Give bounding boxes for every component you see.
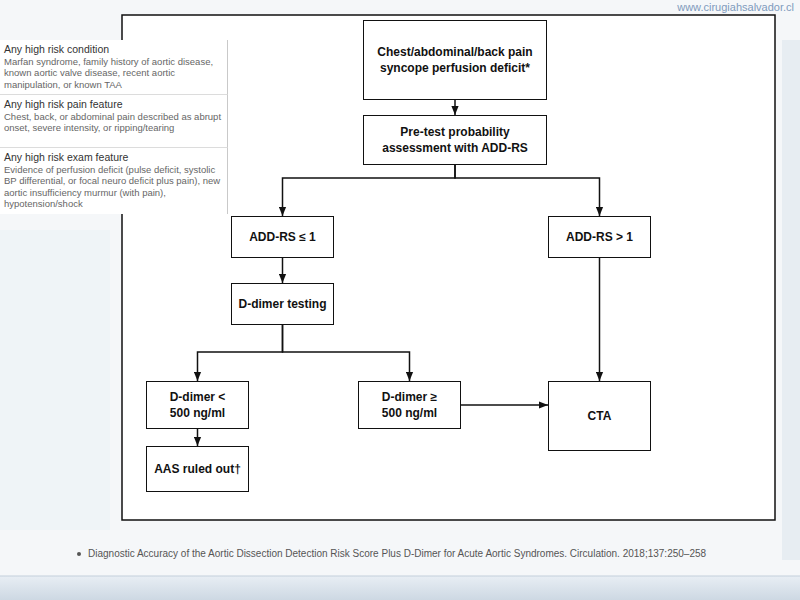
- flow-arrow: [283, 165, 456, 216]
- box-label: Chest/abdominal/back pain syncope perfus…: [371, 44, 540, 76]
- box-label: ADD-RS > 1: [566, 229, 633, 245]
- process-box: ADD-RS > 1: [548, 216, 651, 258]
- flow-arrow: [283, 325, 410, 381]
- flow-arrow: [455, 165, 600, 216]
- flow-arrow: [454, 100, 456, 115]
- process-box: AAS ruled out†: [146, 446, 249, 492]
- process-box: D-dimer testing: [231, 283, 334, 325]
- citation-caption: Diagnostic Accuracy of the Aortic Dissec…: [88, 548, 748, 560]
- criteria-text: Marfan syndrome, family history of aorti…: [4, 56, 222, 90]
- faded-photo: [782, 40, 800, 560]
- bullet-dot: [77, 552, 81, 556]
- flow-arrow: [282, 258, 284, 283]
- criteria-text: Chest, back, or abdominal pain described…: [4, 111, 222, 134]
- footer-band: [0, 576, 800, 600]
- criteria-panel: Any high risk exam featureEvidence of pe…: [0, 148, 228, 214]
- watermark: www.cirugiahsalvador.cl: [677, 1, 794, 13]
- box-label: Pre-test probability assessment with ADD…: [371, 124, 540, 156]
- process-box: Chest/abdominal/back pain syncope perfus…: [363, 20, 547, 100]
- flow-arrow: [197, 429, 199, 446]
- box-label: D-dimer ≥ 500 ng/ml: [372, 389, 448, 421]
- process-box: D-dimer ≥ 500 ng/ml: [358, 381, 461, 429]
- faded-photo: [0, 230, 110, 530]
- box-label: D-dimer < 500 ng/ml: [161, 389, 235, 421]
- criteria-heading: Any high risk exam feature: [4, 151, 222, 164]
- criteria-text: Evidence of perfusion deficit (pulse def…: [4, 164, 222, 210]
- criteria-panel: Any high risk conditionMarfan syndrome, …: [0, 40, 228, 95]
- flow-arrow: [198, 325, 283, 381]
- box-label: AAS ruled out†: [154, 461, 241, 477]
- criteria-heading: Any high risk pain feature: [4, 98, 222, 111]
- process-box: CTA: [548, 381, 651, 451]
- process-box: ADD-RS ≤ 1: [231, 216, 334, 258]
- box-label: CTA: [588, 408, 612, 424]
- process-box: Pre-test probability assessment with ADD…: [363, 115, 547, 165]
- criteria-panel: Any high risk pain featureChest, back, o…: [0, 95, 228, 148]
- process-box: D-dimer < 500 ng/ml: [146, 381, 249, 429]
- flow-arrow: [461, 404, 548, 406]
- flow-arrow: [599, 258, 601, 381]
- footer-rule: [0, 576, 800, 577]
- box-label: ADD-RS ≤ 1: [249, 229, 316, 245]
- criteria-heading: Any high risk condition: [4, 43, 222, 56]
- box-label: D-dimer testing: [239, 296, 327, 312]
